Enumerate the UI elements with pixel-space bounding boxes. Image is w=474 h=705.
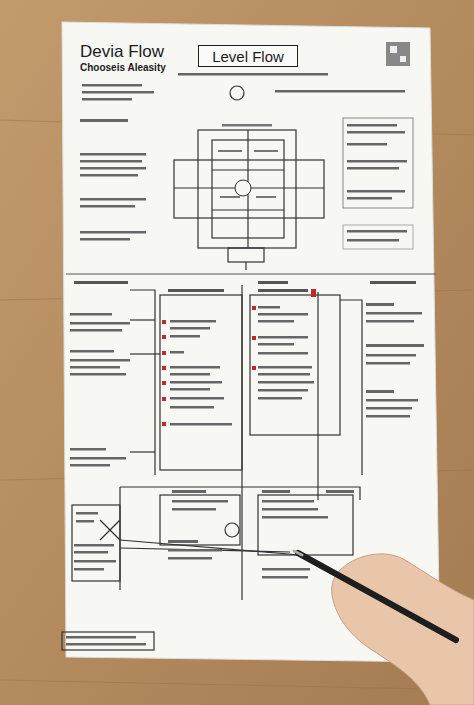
title-box: Level Flow xyxy=(198,45,298,67)
subtitle-label: Chooseis Aleasity xyxy=(80,62,166,73)
diagram-title: Devia Flow xyxy=(80,42,164,62)
box-text: Level Flow xyxy=(212,48,284,65)
